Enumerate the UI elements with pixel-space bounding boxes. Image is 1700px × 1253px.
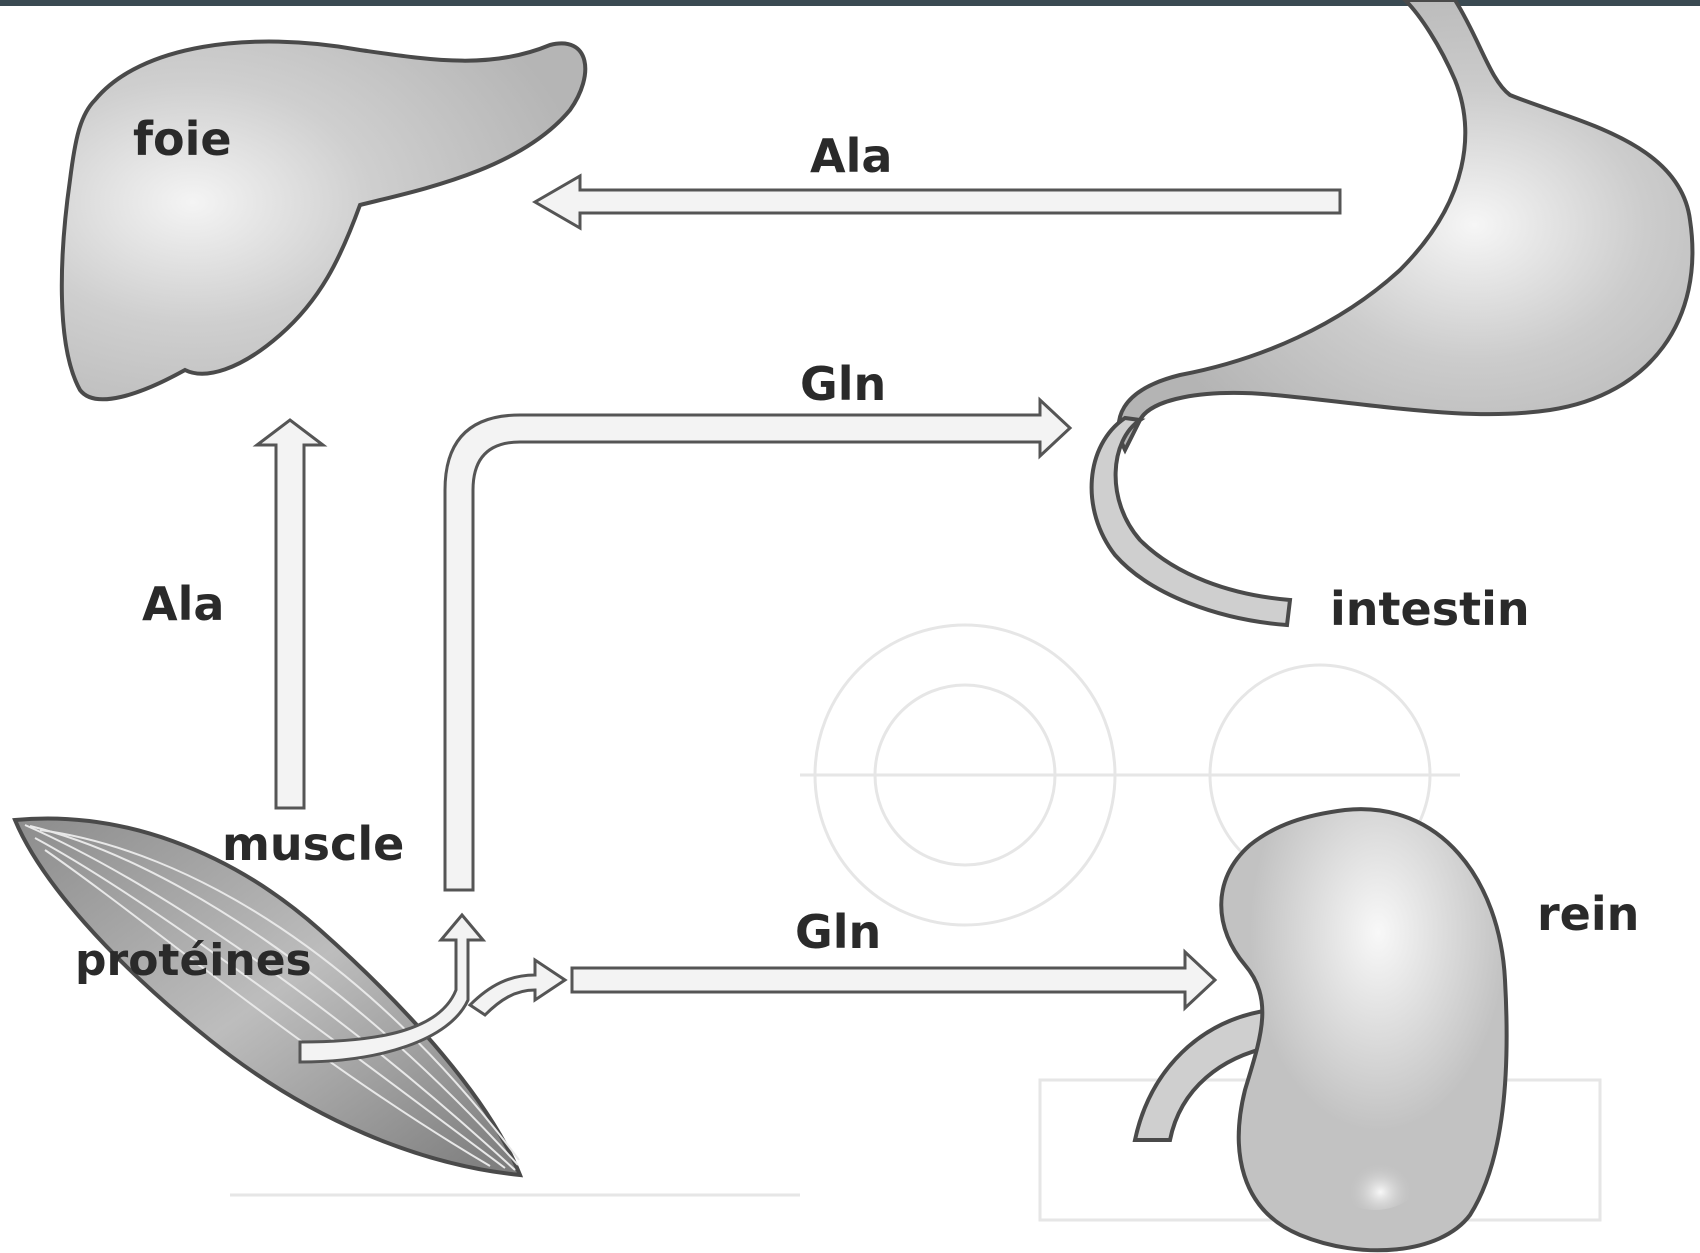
intestine-label: intestin <box>1330 582 1530 636</box>
kidney-label: rein <box>1537 887 1639 941</box>
flow-muscle-to-liver-label: Ala <box>142 577 224 631</box>
flow-muscle-to-intestine-label: Gln <box>800 357 886 411</box>
stomach-shape <box>1119 0 1693 450</box>
kidney-highlight <box>1320 1110 1430 1210</box>
flow-muscle-to-kidney-label: Gln <box>795 905 881 959</box>
intestine-tube <box>1092 418 1290 625</box>
muscle-label: muscle <box>222 817 404 871</box>
flow-intestine-to-liver-label: Ala <box>810 129 892 183</box>
proteins-label: protéines <box>75 935 312 986</box>
liver-label: foie <box>133 112 232 166</box>
arrow-muscle-to-kidney <box>572 952 1215 1008</box>
arrow-intestine-to-liver <box>535 176 1340 228</box>
liver-shape <box>62 42 585 400</box>
arrow-muscle-to-intestine <box>445 400 1070 890</box>
arrow-muscle-to-liver <box>257 420 323 808</box>
arrow-proteins-branch-right <box>470 960 565 1015</box>
